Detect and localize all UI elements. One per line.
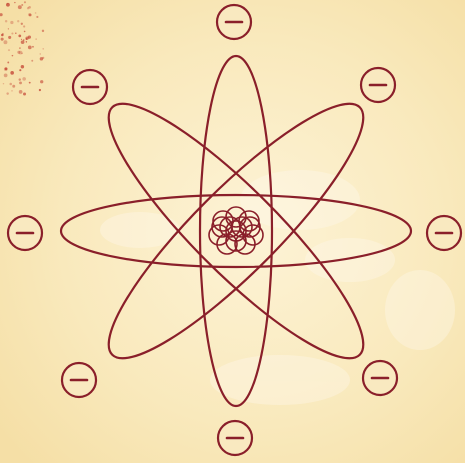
electron-4 [363,361,397,395]
electron-8 [73,70,107,104]
electron-2 [361,68,395,102]
electron-7 [8,216,42,250]
electron-1 [217,5,251,39]
electron-6 [62,363,96,397]
electron-3 [427,216,461,250]
electron-5 [218,421,252,455]
